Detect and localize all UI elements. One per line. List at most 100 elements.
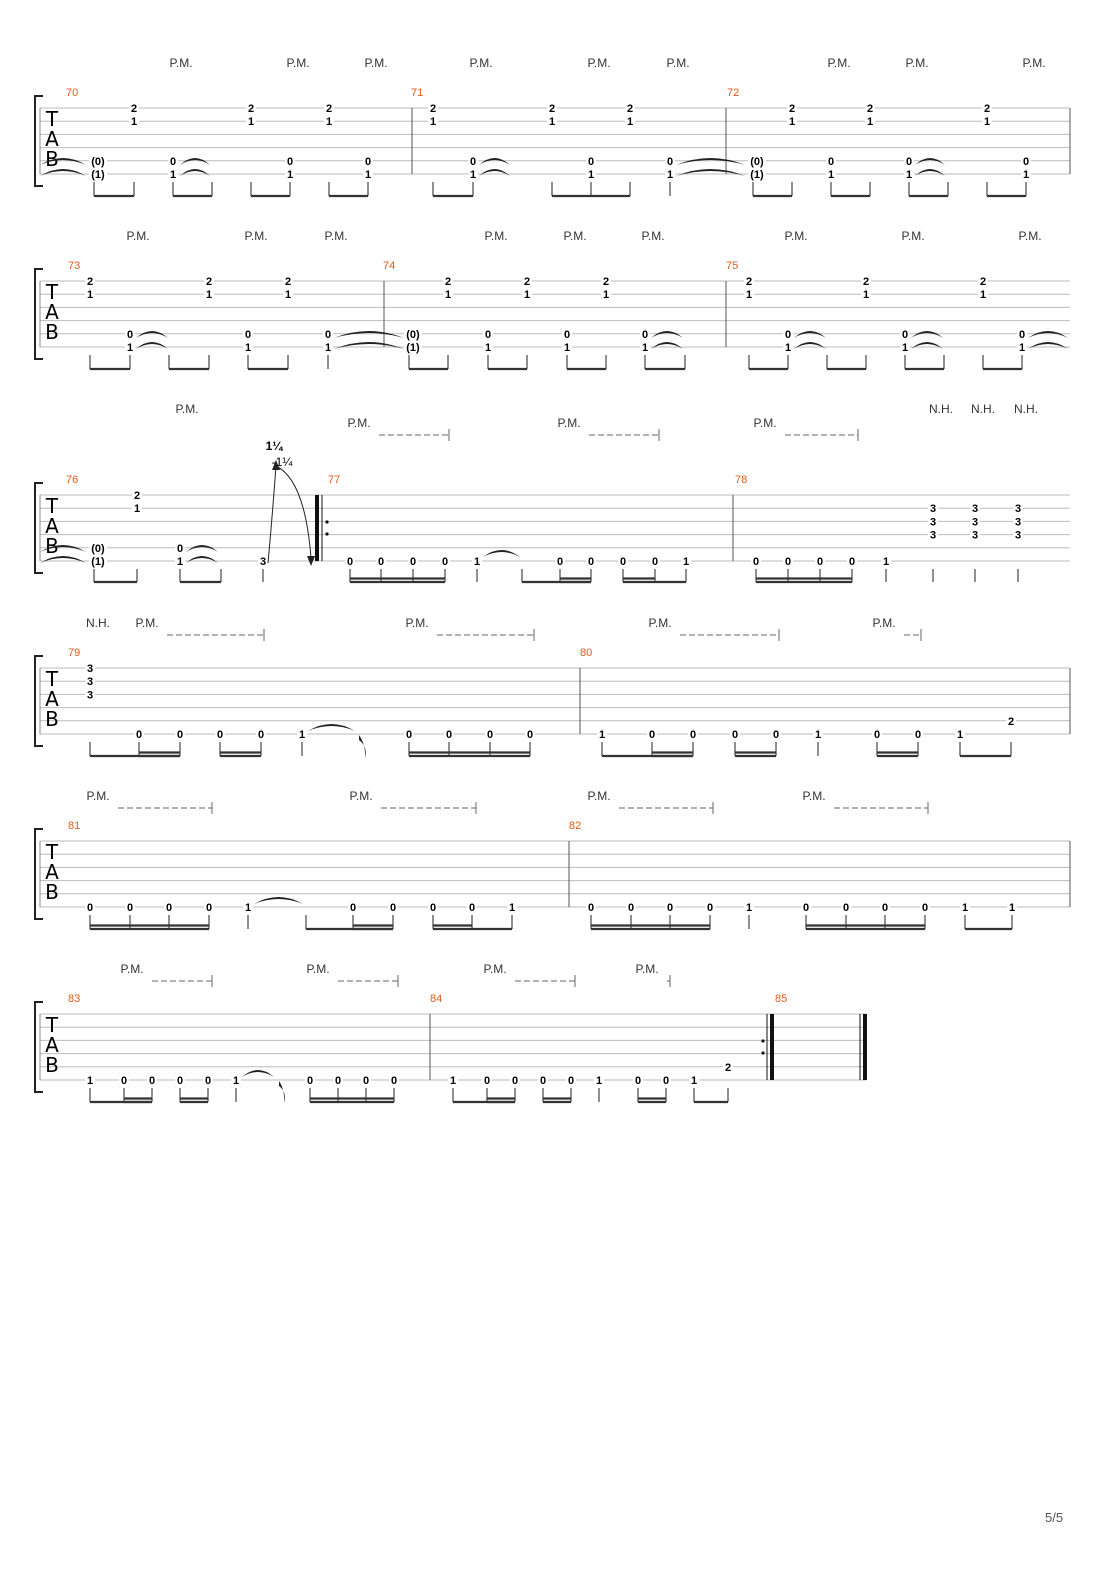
tab-clef-letter: A <box>45 860 59 884</box>
fret-number: 0 <box>287 156 293 168</box>
note-bg <box>547 116 557 128</box>
note-bg <box>243 902 253 913</box>
note-bg <box>783 556 793 567</box>
tab-clef-letter: A <box>45 300 59 324</box>
note-bg <box>861 276 871 287</box>
note-bg <box>467 902 477 913</box>
note-bg <box>748 169 766 180</box>
measure-number: 76 <box>66 474 78 486</box>
fret-number: 0 <box>406 729 412 741</box>
note-bg <box>689 1075 699 1086</box>
tab-staff <box>34 95 1070 187</box>
fret-number: 2 <box>789 103 795 115</box>
fret-number: 3 <box>87 663 93 675</box>
note-bg <box>89 556 107 567</box>
note-bg <box>85 676 95 688</box>
tie-incoming <box>40 158 86 165</box>
note-bg <box>904 169 914 180</box>
note-bg <box>256 729 266 740</box>
note-bg <box>955 729 965 740</box>
rest-flag <box>279 1081 285 1103</box>
note-bg <box>826 169 836 180</box>
note-bg <box>323 328 333 340</box>
fret-number: 1 <box>596 1075 602 1087</box>
palm-mute-label: P.M. <box>587 789 610 803</box>
tab-clef-letter: B <box>45 320 59 344</box>
note-bg <box>363 169 373 180</box>
fret-number: 1 <box>642 342 648 354</box>
fret-number: 1 <box>1019 342 1025 354</box>
fret-number: 0 <box>1019 329 1025 341</box>
fret-number: 0 <box>127 902 133 914</box>
note-bg <box>388 902 398 913</box>
note-bg <box>647 729 657 740</box>
fret-number: 1 <box>746 902 752 914</box>
fret-number: 3 <box>972 530 978 542</box>
palm-mute-label: P.M. <box>802 789 825 803</box>
palm-mute-label: P.M. <box>126 229 149 243</box>
fret-number: 3 <box>1015 530 1021 542</box>
note-bg <box>1007 902 1017 913</box>
fret-number: 1 <box>883 556 889 568</box>
note-bg <box>522 289 532 301</box>
fret-number: 1 <box>867 116 873 128</box>
palm-mute-label: P.M. <box>364 56 387 70</box>
note-bg <box>164 902 174 913</box>
fret-number: 0 <box>635 1075 641 1087</box>
fret-number: (1) <box>91 556 105 568</box>
staff-bracket <box>34 268 43 360</box>
note-bg <box>404 729 414 740</box>
fret-number: 0 <box>906 156 912 168</box>
measure-number: 81 <box>68 820 80 832</box>
note-bg <box>204 276 214 287</box>
fret-number: 0 <box>652 556 658 568</box>
bend-amount: 1¼ <box>266 439 284 453</box>
palm-mute-label: P.M. <box>905 56 928 70</box>
fret-number: 0 <box>121 1075 127 1087</box>
note-bg <box>246 103 256 114</box>
palm-mute-label: P.M. <box>635 962 658 976</box>
tie <box>651 331 683 338</box>
note-bg <box>978 289 988 301</box>
note-bg <box>748 155 766 167</box>
tab-clef-letter: T <box>45 494 59 518</box>
tie <box>242 1070 274 1077</box>
fret-number: 1 <box>87 1075 93 1087</box>
fret-number: 2 <box>867 103 873 115</box>
tie <box>911 331 943 338</box>
palm-mute-label: P.M. <box>86 789 109 803</box>
fret-number: 2 <box>134 490 140 502</box>
note-bg <box>880 902 890 913</box>
note-bg <box>440 556 450 567</box>
fret-number: 1 <box>245 342 251 354</box>
natural-harmonic-label: N.H. <box>971 402 995 416</box>
palm-mute-label: P.M. <box>483 962 506 976</box>
tie-incoming <box>40 556 86 563</box>
fret-number: 1 <box>1023 169 1029 181</box>
note-bg <box>132 490 142 501</box>
tie <box>186 556 218 563</box>
fret-number: 0 <box>1023 156 1029 168</box>
fret-number: 0 <box>817 556 823 568</box>
palm-mute-label: P.M. <box>784 229 807 243</box>
fret-number: 1 <box>815 729 821 741</box>
fret-number: 1 <box>627 116 633 128</box>
fret-number: 2 <box>1008 716 1014 728</box>
fret-number: 0 <box>149 1075 155 1087</box>
note-bg <box>625 116 635 128</box>
note-bg <box>928 529 938 541</box>
fret-number: (1) <box>91 169 105 181</box>
fret-number: 0 <box>753 556 759 568</box>
note-bg <box>1021 155 1031 167</box>
palm-mute-label: P.M. <box>347 416 370 430</box>
note-bg <box>787 103 797 114</box>
measure-number: 85 <box>775 993 787 1005</box>
fret-number: 1 <box>134 503 140 515</box>
fret-number: 0 <box>325 329 331 341</box>
palm-mute-label: P.M. <box>648 616 671 630</box>
fret-number: 0 <box>177 1075 183 1087</box>
fret-number: 0 <box>307 1075 313 1087</box>
tab-clef-letter: B <box>45 534 59 558</box>
note-bg <box>601 276 611 287</box>
